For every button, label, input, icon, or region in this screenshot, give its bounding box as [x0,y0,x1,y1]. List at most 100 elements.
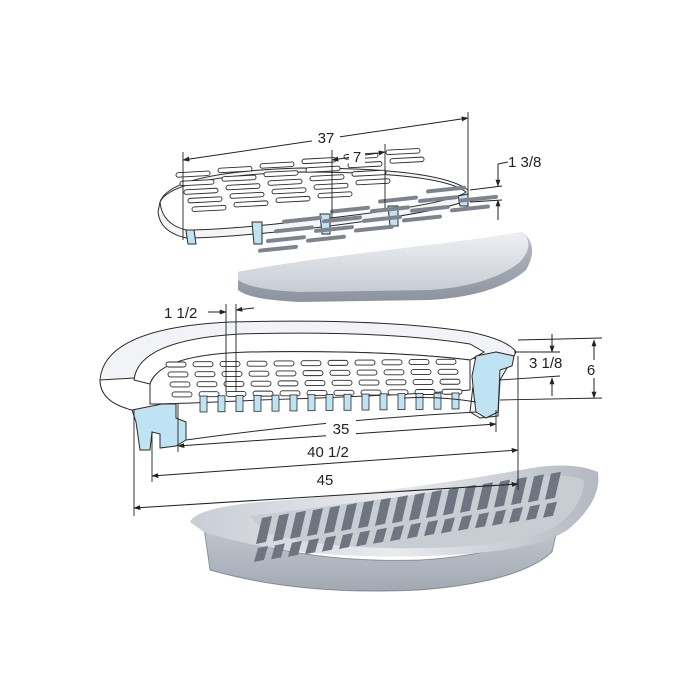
frame-grate-slot [435,358,457,365]
frame-grate-fin [271,394,280,412]
top-grate-slot [301,157,337,165]
frame-grate-slot [381,359,403,366]
frame-grate-slot [437,368,459,375]
frame-drawing [99,320,517,451]
top-grate-rendered-slot [370,205,410,214]
frame-rendered-slot [307,508,323,537]
top-grate-slot [187,196,223,204]
dim-label-6: 6 [587,362,595,379]
frame-grate-fin [397,393,406,411]
top-grate-slot [233,200,269,208]
top-grate-rendered-slot [410,204,450,213]
frame-grate-fin [325,394,334,411]
top-grate-slot [385,148,421,156]
top-grate-slot [221,174,257,182]
frame-grate-fin [379,393,388,411]
frame-grate-fins [199,392,460,413]
frame-section-left [131,403,187,451]
frame-rendered-slot-lower [373,527,387,544]
dim-label-3-1-8: 3 1/8 [529,355,562,372]
frame-grate-slot [219,361,241,367]
dim-label-37: 37 [318,130,335,147]
frame-rendered-slot-lower [526,504,540,521]
frame-grate-slot [165,361,187,368]
frame-grate-slot [302,370,324,377]
frame-grate-slot [327,359,349,366]
frame-grate-slot [439,378,461,385]
top-grate-rendered-slot [258,244,298,253]
frame-rendered-slot-lower [492,509,506,526]
frame-rendered-slot-lower [509,507,523,523]
top-grate-rendered-slot [426,185,466,194]
frame-grate-slot [273,360,295,367]
top-grate [157,148,469,245]
top-grate-slot [309,174,345,182]
top-grate-rendered-slot [282,215,322,224]
top-grate-slot [267,178,303,186]
frame-grate-slot [408,359,430,366]
top-grate-rendered-slot [458,194,498,203]
frame-grate-fin [217,395,226,413]
top-grate-slot [229,191,265,199]
frame-grate-slot [223,380,245,387]
top-grate-slot [305,165,341,173]
frame-rendered-slot-lower [458,514,472,531]
top-grate-rendered-slot [314,225,354,233]
frame-rendered-slot-lower [390,525,404,542]
frame-grate-fin [361,393,370,411]
top-grate-slot [217,166,253,174]
frame-rendered-slot-lower [305,538,319,555]
top-grate-rendered-slot [322,215,362,224]
top-grate-slot [313,182,349,190]
frame-rendered-slot [545,471,561,500]
frame-grate-slot [304,380,326,387]
frame-grate-slot [275,370,297,377]
frame-grate-slot [169,381,191,388]
frame-rendered-slot [290,510,306,539]
frame-grate-slot [250,380,272,387]
top-grate-rendered [238,185,533,302]
top-grate-slot [263,170,299,178]
frame-rendered-slot-lower [475,512,489,529]
frame-grate-slot [410,369,432,375]
top-grate-slot [317,191,353,199]
top-grate-slot [225,183,261,191]
top-grate-slot [355,178,391,186]
frame-rendered-slot-lower [356,530,370,547]
top-grate-slot [351,169,387,177]
frame-rendered-slot-lower [424,520,438,536]
frame-grate-slot [196,381,218,388]
dimension-labels: 37 7 1 3/8 1 1/2 3 1/8 6 35 40 1/2 45 [164,128,602,489]
top-grate-slot [271,187,307,195]
top-grate-slot [175,170,211,178]
top-grate-slot [183,187,219,195]
frame-section-right [471,351,515,419]
top-grate-slot [259,161,295,169]
top-grate-slot [275,195,311,203]
top-grate-rendered-slot [306,234,346,243]
frame-grate-fin [199,395,208,413]
frame-grate-slot [248,370,270,377]
frame-rendered-slot [256,516,272,544]
frame-grate-slot [277,380,299,387]
frame-grate-fin [343,393,352,411]
top-grate-rendered-slot [378,195,418,204]
top-grate-rendered-slot [274,225,314,234]
dim-label-1-1-2: 1 1/2 [164,305,197,322]
frame-grate-fin [451,392,460,410]
frame-rendered-slot-lower [441,517,455,534]
frame-rendered-slot-lower [339,533,353,549]
top-grate-rendered-slot [418,195,458,204]
frame-grate-slot [192,361,214,368]
frame-rendered-slot-lower [254,546,268,562]
frame-grate-slot [300,360,322,367]
frame-grate-fin [433,392,442,410]
frame-grate-fin [235,395,244,412]
frame-rendered-slot-lower [407,522,421,539]
frame-grate-slot [194,371,216,378]
frame-grate-slot [331,379,353,386]
frame-grate-slot [171,391,193,398]
frame-rendered-slot [324,505,340,534]
dim-label-35: 35 [333,421,350,438]
